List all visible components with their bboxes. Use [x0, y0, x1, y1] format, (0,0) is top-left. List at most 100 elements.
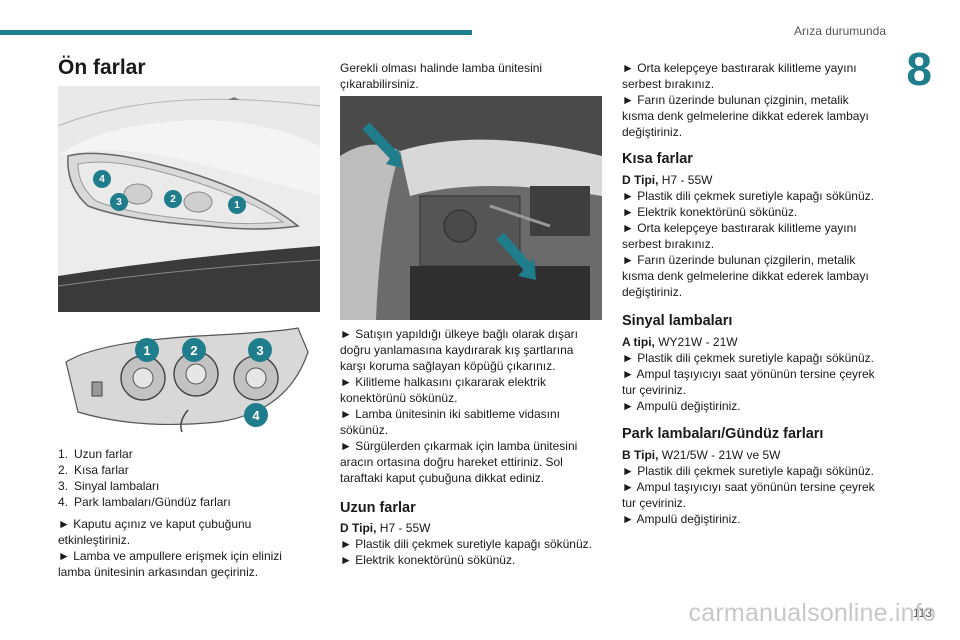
- legend-list: 1. Uzun farlar 2. Kısa farlar 3. Sinyal lam…: [58, 446, 320, 510]
- text-line: ► Orta kelepçeye bastırarak kilitleme ya…: [622, 61, 857, 75]
- callout-circle: 2: [164, 190, 182, 208]
- type-value: H7 - 55W: [376, 521, 431, 535]
- type-label: A tipi,: [622, 335, 655, 349]
- text-line: ► Plastik dili çekmek suretiyle kapağı s…: [622, 189, 874, 203]
- text-line: değiştiriniz.: [622, 285, 683, 299]
- type-value: H7 - 55W: [658, 173, 713, 187]
- callout-label: 1: [234, 199, 240, 211]
- text-line: kısma denk gelmelerine dikkat ederek lam…: [622, 269, 869, 283]
- section-heading-parking-lamps: Park lambaları/Gündüz farları: [622, 426, 824, 442]
- hood-instructions: ► Kaputu açınız ve kaput çubuğunu etkinl…: [58, 516, 320, 580]
- text-line: konektörünü sökünüz.: [340, 391, 458, 405]
- removal-steps: ► Satışın yapıldığı ülkeye bağlı olarak …: [340, 326, 602, 486]
- text-line: ► Orta kelepçeye bastırarak kilitleme ya…: [622, 221, 857, 235]
- text-line: ► Ampulü değiştiriniz.: [622, 512, 741, 526]
- callout-label: 3: [116, 196, 122, 208]
- callout-circle: 2: [182, 338, 206, 362]
- text-line: ► Plastik dili çekmek suretiyle kapağı s…: [340, 537, 592, 551]
- high-beam-steps-continued: ► Orta kelepçeye bastırarak kilitleme ya…: [622, 60, 884, 140]
- callout-circle: 3: [110, 193, 128, 211]
- section-heading-high-beam: Uzun farlar: [340, 500, 416, 516]
- callout-circle: 4: [93, 170, 111, 188]
- text-line: ► Lamba ve ampullere erişmek için eliniz…: [58, 549, 282, 563]
- text-line: değiştiriniz.: [622, 125, 683, 139]
- text-line: Gerekli olması halinde lamba ünitesini: [340, 61, 543, 75]
- text-line: ► Kaputu açınız ve kaput çubuğunu: [58, 517, 252, 531]
- text-line: tur çeviriniz.: [622, 383, 687, 397]
- text-line: ► Ampul taşıyıcıyı saat yönünün tersine …: [622, 480, 875, 494]
- text-line: çıkarabilirsiniz.: [340, 77, 419, 91]
- page-title: Ön farlar: [58, 56, 146, 79]
- callout-circle: 4: [244, 403, 268, 427]
- text-line: etkinleştiriniz.: [58, 533, 131, 547]
- callout-label: 3: [256, 342, 264, 358]
- page-number: 113: [912, 606, 932, 620]
- list-item: 4. Park lambaları/Gündüz farları: [58, 494, 320, 510]
- headlamp-photo: [58, 86, 320, 312]
- text-line: karşı koruma sağlayan köpüğü çıkarınız.: [340, 359, 556, 373]
- text-line: ► Plastik dili çekmek suretiyle kapağı s…: [622, 351, 874, 365]
- callout-label: 4: [99, 173, 105, 185]
- type-value: WY21W - 21W: [654, 335, 738, 349]
- list-item: 3. Sinyal lambaları: [58, 478, 320, 494]
- callout-label: 4: [252, 407, 260, 423]
- text-line: serbest bırakınız.: [622, 237, 715, 251]
- text-line: ► Elektrik konektörünü sökünüz.: [340, 553, 516, 567]
- text-line: ► Ampul taşıyıcıyı saat yönünün tersine …: [622, 367, 875, 381]
- callout-label: 2: [190, 342, 198, 358]
- text-line: ► Ampulü değiştiriniz.: [622, 399, 741, 413]
- parking-lamp-steps: B Tipi, W21/5W - 21W ve 5W ► Plastik dil…: [622, 447, 892, 527]
- callout-label: 2: [170, 193, 176, 205]
- text-line: aracın ortasına doğru hareket ettiriniz.…: [340, 455, 563, 469]
- text-line: ► Elektrik konektörünü sökünüz.: [622, 205, 798, 219]
- lamp-unit-rear-illustration: [58, 322, 320, 434]
- list-number: 4.: [58, 495, 69, 509]
- text-line: ► Satışın yapıldığı ülkeye bağlı olarak …: [340, 327, 579, 341]
- text-line: taraftaki kaput çubuğuna dikkat ediniz.: [340, 471, 545, 485]
- chapter-number: 8: [906, 43, 932, 95]
- list-number: 1.: [58, 447, 69, 461]
- list-item: 1. Uzun farlar: [58, 446, 320, 462]
- type-label: B Tipi,: [622, 448, 659, 462]
- type-line: A tipi, WY21W - 21W: [622, 334, 892, 350]
- list-text: Park lambaları/Gündüz farları: [74, 495, 231, 509]
- text-line: kısma denk gelmelerine dikkat ederek lam…: [622, 109, 869, 123]
- text-line: ► Kilitleme halkasını çıkararak elektrik: [340, 375, 546, 389]
- type-line: D Tipi, H7 - 55W: [340, 520, 610, 536]
- callout-label: 1: [143, 342, 151, 358]
- high-beam-steps: D Tipi, H7 - 55W ► Plastik dili çekmek s…: [340, 520, 610, 568]
- text-line: serbest bırakınız.: [622, 77, 715, 91]
- list-number: 2.: [58, 463, 69, 477]
- list-number: 3.: [58, 479, 69, 493]
- text-line: ► Lamba ünitesinin iki sabitleme vidasın…: [340, 407, 560, 421]
- callout-circle: 1: [135, 338, 159, 362]
- text-line: ► Farın üzerinde bulunan çizginin, metal…: [622, 93, 849, 107]
- type-label: D Tipi,: [622, 173, 659, 187]
- section-heading-turn-signals: Sinyal lambaları: [622, 313, 733, 329]
- callout-circle: 3: [248, 338, 272, 362]
- watermark-logo: carmanualsonline.info: [688, 599, 936, 627]
- callout-circle: 1: [228, 196, 246, 214]
- list-text: Sinyal lambaları: [74, 479, 160, 493]
- text-line: ► Sürgülerden çıkarmak için lamba ünites…: [340, 439, 578, 453]
- header-accent-bar: [0, 30, 472, 35]
- list-text: Uzun farlar: [74, 447, 133, 461]
- turn-signal-steps: A tipi, WY21W - 21W ► Plastik dili çekme…: [622, 334, 892, 414]
- type-label: D Tipi,: [340, 521, 377, 535]
- type-line: B Tipi, W21/5W - 21W ve 5W: [622, 447, 892, 463]
- text-line: ► Plastik dili çekmek suretiyle kapağı s…: [622, 464, 874, 478]
- engine-bay-photo: [340, 96, 602, 320]
- list-item: 2. Kısa farlar: [58, 462, 320, 478]
- removal-intro: Gerekli olması halinde lamba ünitesini ç…: [340, 60, 602, 92]
- text-line: tur çeviriniz.: [622, 496, 687, 510]
- text-line: ► Farın üzerinde bulunan çizgilerin, met…: [622, 253, 856, 267]
- text-line: lamba ünitesinin arkasından geçiriniz.: [58, 565, 259, 579]
- type-value: W21/5W - 21W ve 5W: [658, 448, 781, 462]
- section-label: Arıza durumunda: [793, 24, 886, 38]
- low-beam-steps: D Tipi, H7 - 55W ► Plastik dili çekmek s…: [622, 172, 892, 300]
- text-line: sökünüz.: [340, 423, 389, 437]
- section-heading-low-beam: Kısa farlar: [622, 151, 693, 167]
- type-line: D Tipi, H7 - 55W: [622, 172, 892, 188]
- text-line: doğru yanlamasına kaydırarak kış şartlar…: [340, 343, 574, 357]
- list-text: Kısa farlar: [74, 463, 129, 477]
